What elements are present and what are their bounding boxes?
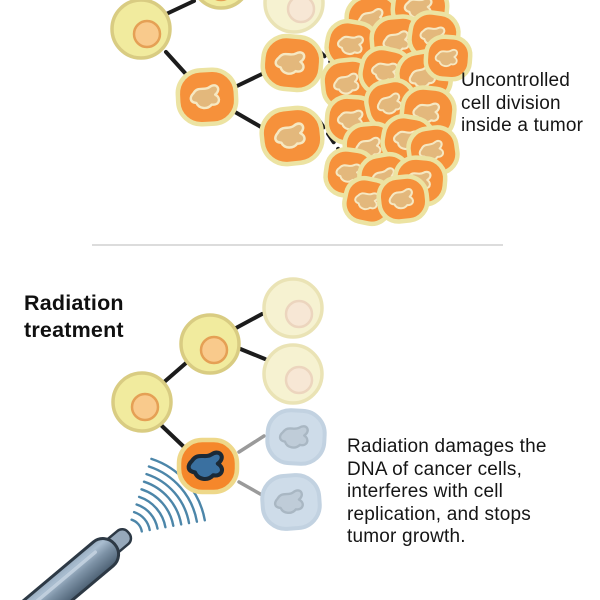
cell-nucleus bbox=[388, 188, 414, 210]
ghost-cell bbox=[263, 0, 325, 34]
cell-nucleus bbox=[132, 19, 162, 49]
stopped-division-line bbox=[237, 480, 264, 497]
radiation-probe-icon bbox=[5, 528, 133, 600]
normal-cell bbox=[198, 0, 244, 10]
cell-nucleus bbox=[284, 299, 314, 329]
radiation-wave-arc bbox=[137, 495, 167, 529]
cancer-cell bbox=[259, 105, 325, 167]
cell-nucleus bbox=[286, 0, 316, 24]
probe-body bbox=[5, 537, 121, 600]
bottom-caption: Radiation damages the DNA of cancer cell… bbox=[347, 436, 547, 547]
tumor-cell bbox=[423, 34, 473, 82]
cancer-cell bbox=[260, 33, 324, 93]
radiation-wave-arc bbox=[132, 510, 151, 532]
stopped-division-line bbox=[237, 434, 266, 454]
radiation-wave-arc bbox=[135, 503, 159, 530]
dead-cancer-cell bbox=[265, 408, 327, 466]
cell-nucleus bbox=[274, 122, 306, 149]
division-line bbox=[161, 361, 188, 385]
dead-cancer-cell bbox=[260, 473, 322, 531]
top-caption: Uncontrolled cell division inside a tumo… bbox=[461, 70, 584, 136]
division-line bbox=[235, 72, 264, 88]
cell-nucleus bbox=[273, 489, 304, 515]
cell-nucleus bbox=[434, 48, 459, 68]
normal-cell bbox=[179, 313, 241, 375]
division-line bbox=[164, 50, 187, 75]
cell-nucleus bbox=[199, 335, 229, 365]
cell-nucleus bbox=[189, 84, 221, 110]
cell-body bbox=[198, 0, 244, 10]
normal-cell bbox=[111, 371, 173, 433]
probe-highlight bbox=[26, 550, 97, 600]
division-line bbox=[160, 424, 186, 449]
tumor-cell bbox=[376, 174, 430, 224]
normal-cell bbox=[110, 0, 172, 60]
ghost-cell bbox=[262, 277, 324, 339]
cell-nucleus bbox=[130, 392, 160, 422]
radiation-treatment-heading: Radiation treatment bbox=[24, 291, 124, 342]
ghost-cell bbox=[262, 343, 324, 405]
cell-nucleus bbox=[274, 51, 306, 75]
division-line bbox=[236, 346, 267, 361]
cell-nucleus bbox=[333, 72, 360, 95]
cell-nucleus bbox=[278, 425, 309, 449]
cell-nucleus bbox=[186, 450, 224, 481]
radiation-wave-arc bbox=[130, 518, 143, 533]
front-cells-group bbox=[176, 437, 240, 495]
radiation-wave-arc bbox=[142, 480, 183, 526]
radiation-wave-arc bbox=[147, 465, 199, 523]
cell-nucleus bbox=[354, 192, 380, 211]
division-line bbox=[233, 110, 263, 129]
cancer-cell bbox=[175, 67, 239, 127]
radiation-wave-arc bbox=[145, 472, 191, 525]
dna-damaged-cancer-cell bbox=[176, 437, 240, 495]
division-line bbox=[234, 312, 264, 330]
radiation-wave-arc bbox=[140, 488, 175, 527]
cell-nucleus bbox=[336, 35, 364, 55]
cell-nucleus bbox=[284, 365, 314, 395]
cells-group bbox=[110, 0, 473, 531]
